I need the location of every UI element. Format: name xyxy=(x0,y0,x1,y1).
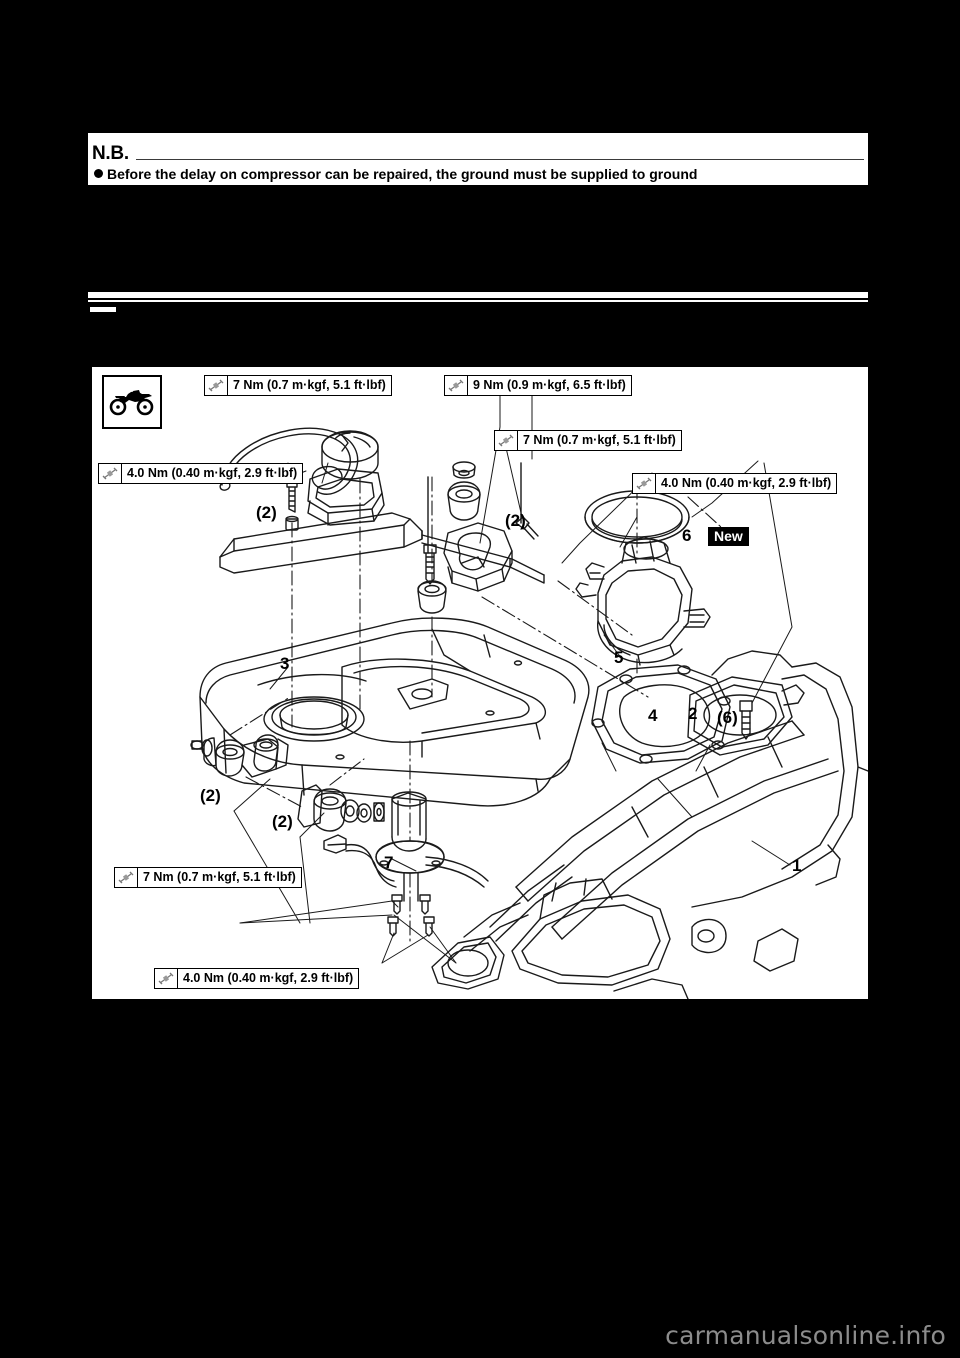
torque-spec-label: 7 Nm (0.7 m·kgf, 5.1 ft·lbf) xyxy=(523,433,676,447)
quantity-callout: (2) xyxy=(272,812,293,831)
new-part-badge: New xyxy=(708,527,749,546)
quantity-callout: (2) xyxy=(200,786,221,805)
note-body-label: Before the delay on compressor can be re… xyxy=(107,166,698,182)
divider-rule-thin xyxy=(88,298,868,300)
motorcycle-icon xyxy=(102,375,162,429)
divider-rule-thick xyxy=(88,289,868,292)
torque-spec-box: 7 Nm (0.7 m·kgf, 5.1 ft·lbf) xyxy=(494,430,682,451)
torque-spec-box: 7 Nm (0.7 m·kgf, 5.1 ft·lbf) xyxy=(204,375,392,396)
section-heading-sliver xyxy=(90,307,116,312)
torque-wrench-icon xyxy=(205,376,228,395)
torque-spec-label: 4.0 Nm (0.40 m·kgf, 2.9 ft·lbf) xyxy=(127,466,298,480)
torque-spec-box: 4.0 Nm (0.40 m·kgf, 2.9 ft·lbf) xyxy=(154,968,360,989)
torque-wrench-icon xyxy=(633,474,656,493)
torque-wrench-icon xyxy=(99,464,122,483)
note-heading-row: N.B. xyxy=(92,135,864,165)
part-callout-7: 7 xyxy=(384,853,394,872)
quantity-callout: (6) xyxy=(717,708,738,727)
exploded-diagram-panel: 7 Nm (0.7 m·kgf, 5.1 ft·lbf) 9 Nm (0.9 m… xyxy=(92,367,868,999)
part-callout-4: 4 xyxy=(648,706,658,725)
part-callout-2: 2 xyxy=(688,704,698,723)
exploded-diagram-artwork xyxy=(190,394,868,999)
torque-wrench-icon xyxy=(155,969,178,988)
note-heading: N.B. xyxy=(92,143,129,164)
quantity-callout: (2) xyxy=(256,503,277,522)
torque-spec-box: 4.0 Nm (0.40 m·kgf, 2.9 ft·lbf) xyxy=(98,463,304,484)
part-callout-5: 5 xyxy=(614,648,624,667)
section-divider xyxy=(88,289,868,302)
watermark: carmanualsonline.info xyxy=(665,1321,946,1350)
torque-spec-label: 4.0 Nm (0.40 m·kgf, 2.9 ft·lbf) xyxy=(183,971,354,985)
part-callout-6: 6 xyxy=(682,526,692,545)
torque-wrench-icon xyxy=(445,376,468,395)
motorcycle-glyph xyxy=(109,390,154,416)
torque-wrench-icon xyxy=(115,868,138,887)
note-body-text: Before the delay on compressor can be re… xyxy=(94,166,862,184)
torque-spec-box: 4.0 Nm (0.40 m·kgf, 2.9 ft·lbf) xyxy=(632,473,838,494)
torque-wrench-icon xyxy=(495,431,518,450)
part-callout-1: 1 xyxy=(792,856,802,875)
bullet-icon xyxy=(94,169,103,178)
part-callout-3: 3 xyxy=(280,654,290,673)
note-block: N.B. Before the delay on compressor can … xyxy=(88,133,868,185)
torque-spec-box: 7 Nm (0.7 m·kgf, 5.1 ft·lbf) xyxy=(114,867,302,888)
torque-spec-label: 4.0 Nm (0.40 m·kgf, 2.9 ft·lbf) xyxy=(661,476,832,490)
torque-spec-box: 9 Nm (0.9 m·kgf, 6.5 ft·lbf) xyxy=(444,375,632,396)
quantity-callout: (2) xyxy=(505,511,526,530)
torque-spec-label: 7 Nm (0.7 m·kgf, 5.1 ft·lbf) xyxy=(143,870,296,884)
note-heading-rule xyxy=(135,159,864,160)
torque-spec-label: 9 Nm (0.9 m·kgf, 6.5 ft·lbf) xyxy=(473,378,626,392)
torque-spec-label: 7 Nm (0.7 m·kgf, 5.1 ft·lbf) xyxy=(233,378,386,392)
